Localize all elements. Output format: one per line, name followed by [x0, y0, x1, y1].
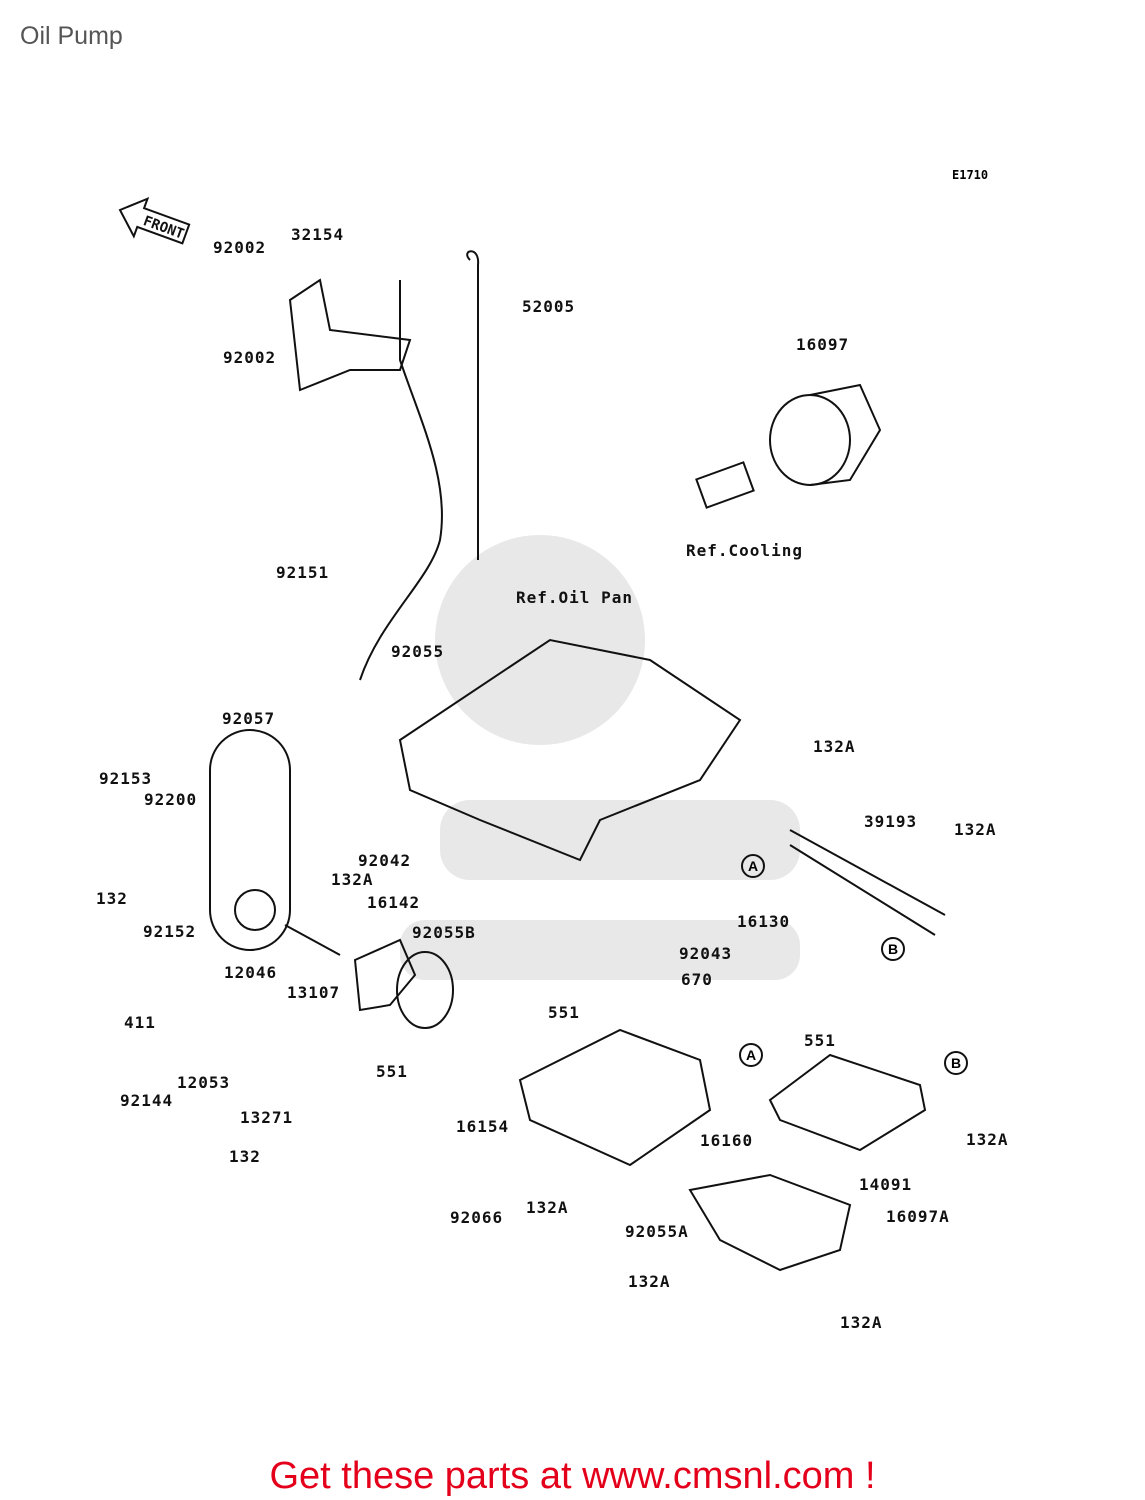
part-label[interactable]: 132 — [96, 889, 128, 908]
part-label[interactable]: 92152 — [143, 922, 197, 941]
part-label[interactable]: 39193 — [864, 812, 918, 831]
pump-body-14091 — [768, 1053, 927, 1152]
part-label[interactable]: 92200 — [144, 790, 198, 809]
part-label[interactable]: 12053 — [177, 1073, 231, 1092]
cover-16097A — [688, 1173, 852, 1272]
ref-cooling: Ref.Cooling — [686, 541, 803, 560]
part-label[interactable]: 52005 — [522, 297, 576, 316]
part-label[interactable]: 132A — [966, 1130, 1009, 1149]
part-label[interactable]: 132A — [526, 1198, 569, 1217]
part-label[interactable]: 92002 — [223, 348, 277, 367]
pump-body-16160 — [518, 1028, 712, 1167]
marker-b: B — [881, 937, 905, 961]
part-label[interactable]: 132A — [331, 870, 374, 889]
pipe-39193 — [789, 829, 946, 936]
part-label[interactable]: 92153 — [99, 769, 153, 788]
marker-a: A — [741, 854, 765, 878]
part-label[interactable]: 92055A — [625, 1222, 689, 1241]
part-label[interactable]: 92042 — [358, 851, 412, 870]
part-label[interactable]: 13271 — [240, 1108, 294, 1127]
part-label[interactable]: 13107 — [287, 983, 341, 1002]
part-label[interactable]: 16130 — [737, 912, 791, 931]
part-label[interactable]: 14091 — [859, 1175, 913, 1194]
diagram-code: E1710 — [952, 168, 989, 182]
part-label[interactable]: 16097 — [796, 335, 850, 354]
part-label[interactable]: 92057 — [222, 709, 276, 728]
watermark-logo — [400, 535, 800, 980]
part-label[interactable]: 132A — [628, 1272, 671, 1291]
part-label[interactable]: 32154 — [291, 225, 345, 244]
oil-pipe — [359, 280, 443, 681]
part-label[interactable]: 92144 — [120, 1091, 174, 1110]
part-label[interactable]: 92055B — [412, 923, 476, 942]
bracket-32154 — [288, 278, 412, 392]
oil-filter-16097 — [695, 383, 882, 509]
marker-b: B — [944, 1051, 968, 1075]
ref-oil-pan: Ref.Oil Pan — [516, 588, 633, 607]
part-label[interactable]: 551 — [804, 1031, 836, 1050]
part-label[interactable]: 12046 — [224, 963, 278, 982]
part-label[interactable]: 16097A — [886, 1207, 950, 1226]
part-label[interactable]: 132A — [840, 1313, 883, 1332]
part-label[interactable]: 411 — [124, 1013, 156, 1032]
part-label[interactable]: 16160 — [700, 1131, 754, 1150]
part-label[interactable]: 92002 — [213, 238, 267, 257]
footer-link[interactable]: Get these parts at www.cmsnl.com ! — [269, 1455, 876, 1497]
front-arrow: FRONT — [118, 196, 191, 245]
page-title: Oil Pump — [20, 22, 123, 50]
part-label[interactable]: 92043 — [679, 944, 733, 963]
sprocket-12046 — [234, 889, 276, 931]
part-label[interactable]: 551 — [548, 1003, 580, 1022]
part-label[interactable]: 132A — [954, 820, 997, 839]
pump-cover-16142 — [353, 938, 417, 1012]
part-label[interactable]: 551 — [376, 1062, 408, 1081]
oil-pan — [398, 638, 742, 862]
part-label[interactable]: 92151 — [276, 563, 330, 582]
part-label[interactable]: 16142 — [367, 893, 421, 912]
oring-92055B — [396, 951, 454, 1029]
dipstick-52005 — [466, 250, 480, 560]
part-label[interactable]: 132 — [229, 1147, 261, 1166]
part-label[interactable]: 92066 — [450, 1208, 504, 1227]
shaft-13107 — [284, 924, 341, 956]
part-label[interactable]: 670 — [681, 970, 713, 989]
cam-chain-92057 — [209, 729, 291, 951]
part-label[interactable]: 16154 — [456, 1117, 510, 1136]
part-label[interactable]: 92055 — [391, 642, 445, 661]
part-label[interactable]: 132A — [813, 737, 856, 756]
marker-a: A — [739, 1043, 763, 1067]
